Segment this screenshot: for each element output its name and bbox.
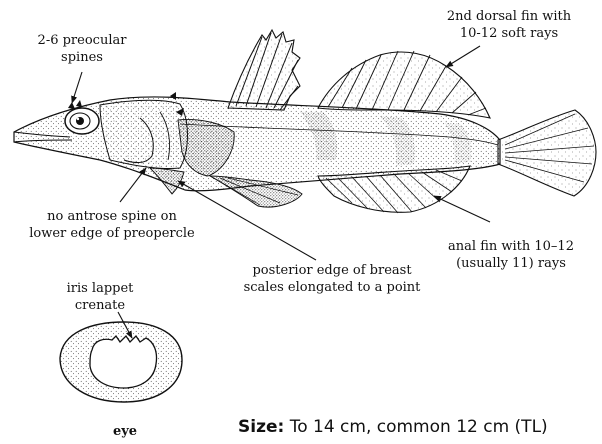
iris-line-1: iris lappet xyxy=(40,280,160,297)
breast-line-1: posterior edge of breast xyxy=(234,262,430,279)
anal-leader xyxy=(434,196,490,222)
size-statement: Size: To 14 cm, common 12 cm (TL) xyxy=(238,416,600,438)
preocular-line-2: spines xyxy=(22,49,142,66)
first-dorsal-fin xyxy=(228,30,300,110)
antrose-leader xyxy=(120,168,146,202)
antrose-line-2: lower edge of preopercle xyxy=(6,225,218,242)
size-text: To 14 cm, common 12 cm (TL) xyxy=(290,417,548,437)
anal-fin-label: anal fin with 10–12 (usually 11) rays xyxy=(430,238,592,272)
second-dorsal-fin-label: 2nd dorsal fin with 10-12 soft rays xyxy=(426,8,592,42)
antrose-spine-label: no antrose spine on lower edge of preope… xyxy=(6,208,218,242)
eye-detail xyxy=(60,322,182,402)
size-label: Size: xyxy=(238,417,284,437)
preocular-leader xyxy=(72,72,82,103)
preocular-line-1: 2-6 preocular xyxy=(22,32,142,49)
dorsal2-line-1: 2nd dorsal fin with xyxy=(426,8,592,25)
antrose-line-1: no antrose spine on xyxy=(6,208,218,225)
anal-line-1: anal fin with 10–12 xyxy=(430,238,592,255)
iris-lappet-label: iris lappet crenate xyxy=(40,280,160,314)
iris-line-2: crenate xyxy=(40,297,160,314)
preocular-spines-label: 2-6 preocular spines xyxy=(22,32,142,66)
eye-caption: eye xyxy=(100,424,150,440)
breast-scales-label: posterior edge of breast scales elongate… xyxy=(234,262,430,296)
caudal-fin xyxy=(498,110,596,196)
dorsal2-line-2: 10-12 soft rays xyxy=(426,25,592,42)
dorsal2-leader xyxy=(446,46,480,67)
breast-line-2: scales elongated to a point xyxy=(234,279,430,296)
anal-line-2: (usually 11) rays xyxy=(430,255,592,272)
